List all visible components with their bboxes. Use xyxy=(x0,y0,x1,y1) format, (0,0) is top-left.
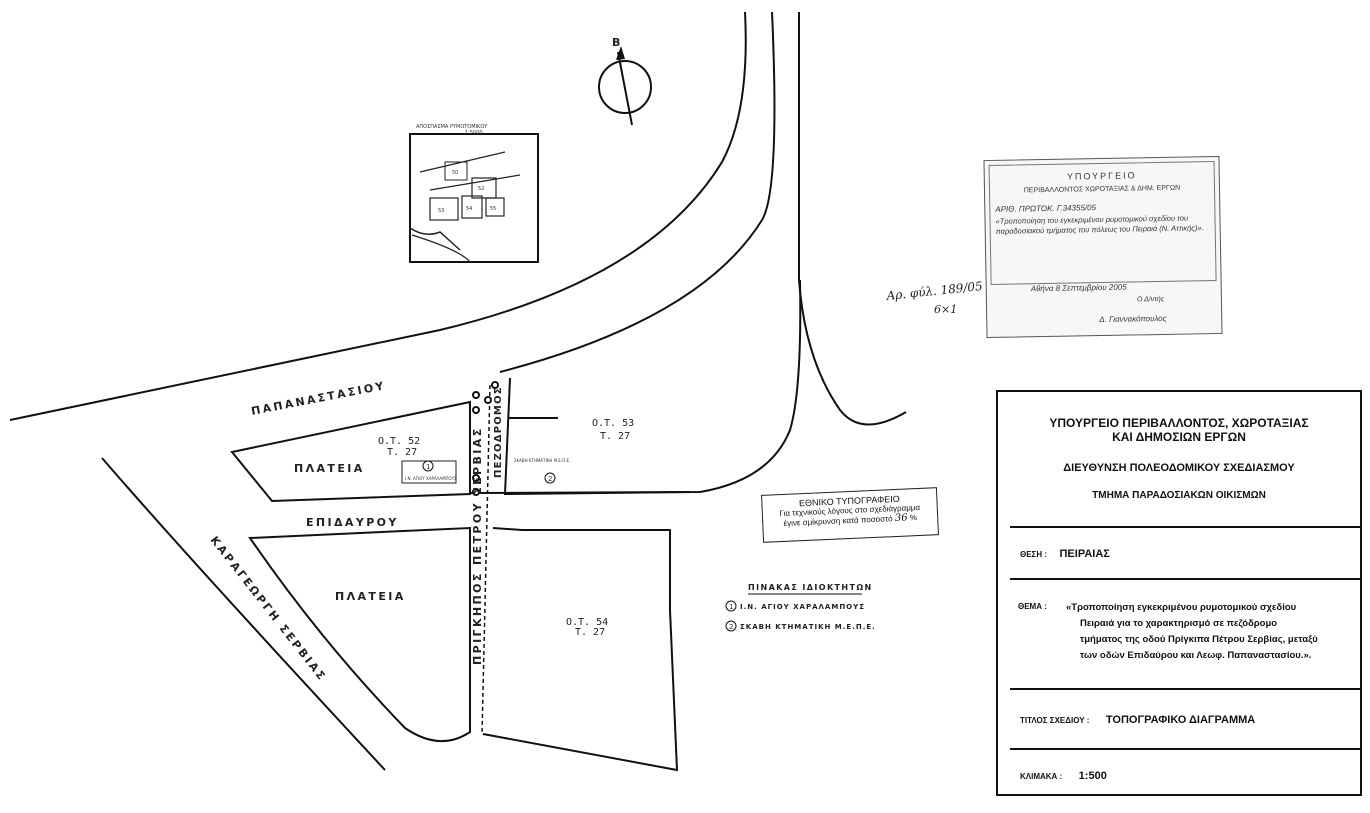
junction-markers xyxy=(472,381,499,496)
square-top-outline xyxy=(230,400,471,503)
street-label-pezodromos: ΠΕΖΟΔΡΟΜΟΣ xyxy=(493,386,504,478)
ownership-row-label: ΣΚΑΒΗ ΚΤΗΜΑΤΙΚΗ Μ.Ε.Π.Ε. xyxy=(740,623,876,631)
ownership-row-label: Ι.Ν. ΑΓΙΟΥ ΧΑΡΑΛΑΜΠΟΥΣ xyxy=(740,603,865,611)
street-label-prigkipos-petrou-servias: ΠΡΙΓΚΗΠΟΣ ΠΕΤΡΟΥ ΣΕΡΒΙΑΣ xyxy=(471,426,484,665)
ownership-table-title: ΠΙΝΑΚΑΣ ΙΔΙΟΚΤΗΤΩΝ xyxy=(748,583,873,592)
ministry-stamp: ΥΠΟΥΡΓΕΙΟ ΠΕΡΙΒΑΛΛΟΝΤΟΣ ΧΩΡΟΤΑΞΙΑΣ & ΔΗΜ… xyxy=(983,155,1223,339)
subject-line-1: «Τροποποίηση εγκεκριμένου ρυμοτομικού σχ… xyxy=(1066,602,1297,613)
title-block-drawing-row: ΤΙΤΛΟΣ ΣΧΕΔΙΟΥ : ΤΟΠΟΓΡΑΦΙΚΟ ΔΙΑΓΡΑΜΜΑ xyxy=(1020,710,1360,728)
title-block-department: ΤΜΗΜΑ ΠΑΡΑΔΟΣΙΑΚΩΝ ΟΙΚΙΣΜΩΝ xyxy=(1092,490,1266,501)
ministry-stamp-signer: Δ. Γιαννακόπουλος xyxy=(1099,313,1167,325)
square-label-top: ΠΛΑΤΕΙΑ xyxy=(294,462,365,475)
pedestrian-dashed-line xyxy=(481,384,491,736)
inset-label: 54 xyxy=(466,206,472,212)
drawing-title-value: ΤΟΠΟΓΡΑΦΙΚΟ ΔΙΑΓΡΑΜΜΑ xyxy=(1105,714,1256,726)
block-52-zone: Τ. 27 xyxy=(387,447,417,458)
title-block: ΥΠΟΥΡΓΕΙΟ ΠΕΡΙΒΑΛΛΟΝΤΟΣ, ΧΩΡΟΤΑΞΙΑΣ ΚΑΙ … xyxy=(996,390,1362,796)
title-block-location-row: ΘΕΣΗ : ΠΕΙΡΑΙΑΣ xyxy=(1020,544,1360,562)
inset-label: 50 xyxy=(452,170,458,176)
typography-stamp-percent-sign: % xyxy=(909,513,918,523)
block-53-outline xyxy=(503,377,691,496)
scale-label: ΚΛΙΜΑΚΑ : xyxy=(1020,772,1063,781)
block-54-ot: Ο.Τ. 54 xyxy=(566,617,608,628)
title-block-directorate: ΔΙΕΥΘΥΝΣΗ ΠΟΛΕΟΔΟΜΙΚΟΥ ΣΧΕΔΙΑΣΜΟΥ xyxy=(1063,462,1295,474)
block-52-ot: Ο.Τ. 52 xyxy=(378,436,420,447)
block-54-zone: Τ. 27 xyxy=(575,627,605,638)
square-bottom-outline xyxy=(248,526,471,743)
handwritten-reference: Αρ. φύλ. 189/05 6×1 xyxy=(885,279,983,316)
owner-annotation-1: Ι.Ν. ΑΓΙΟΥ ΧΑΡΑΛΑΜΠΟΥΣ xyxy=(405,476,457,481)
owner-tag: 2 xyxy=(548,475,552,483)
karageorgi-servias-line xyxy=(101,457,386,771)
title-block-rule xyxy=(1010,526,1360,528)
handwritten-ref-line1: Αρ. φύλ. 189/05 xyxy=(885,279,983,303)
ministry-stamp-line3: ΑΡΙΘ. ΠΡΩΤΟΚ. Γ.34355/05 xyxy=(995,203,1097,214)
title-block-rule xyxy=(1010,688,1360,690)
subject-line-3: τμήματος της οδού Πρίγκιπα Πέτρου Σερβία… xyxy=(1080,634,1318,645)
subject-line-4: των οδών Επιδαύρου και Λεωφ. Παπαναστασί… xyxy=(1080,650,1312,661)
drawing-title-label: ΤΙΤΛΟΣ ΣΧΕΔΙΟΥ : xyxy=(1020,716,1090,725)
north-arrow: Β xyxy=(598,36,652,126)
title-block-ministry: ΥΠΟΥΡΓΕΙΟ ΠΕΡΙΒΑΛΛΟΝΤΟΣ, ΧΩΡΟΤΑΞΙΑΣ ΚΑΙ … xyxy=(998,416,1360,444)
handwritten-ref-line2: 6×1 xyxy=(934,303,957,316)
ownership-row-num: 2 xyxy=(729,623,733,631)
inset-label: 55 xyxy=(490,206,496,212)
subject-line-2: Πειραιά για το χαρακτηρισμό σε πεζόδρομο xyxy=(1080,618,1278,629)
title-block-rule xyxy=(1010,578,1360,580)
title-block-ministry-2: ΚΑΙ ΔΗΜΟΣΙΩΝ ΕΡΓΩΝ xyxy=(1112,430,1246,444)
location-label: ΘΕΣΗ : xyxy=(1020,550,1048,559)
block-53-ot: Ο.Τ. 53 xyxy=(592,418,634,429)
title-block-scale-row: ΚΛΙΜΑΚΑ : 1:500 xyxy=(1020,766,1360,784)
ministry-stamp-signer-role: Ο Δ/ντής xyxy=(1136,295,1165,304)
title-block-ministry-1: ΥΠΟΥΡΓΕΙΟ ΠΕΡΙΒΑΛΛΟΝΤΟΣ, ΧΩΡΟΤΑΞΙΑΣ xyxy=(1049,416,1309,430)
typography-stamp-percent: 36 xyxy=(894,512,908,525)
inset-title-2: 1:5000 xyxy=(465,130,483,136)
ministry-stamp-date: Αθήνα 8 Σεπτεμβρίου 2005 xyxy=(1030,282,1127,294)
inset-map: ΑΠΟΣΠΑΣΜΑ ΡΥΜΟΤΟΜΙΚΟΥ 1:5000 50 52 53 54… xyxy=(409,124,539,263)
sea-road xyxy=(469,12,907,494)
street-label-epidavrou: ΕΠΙΔΑΥΡΟΥ xyxy=(306,516,399,529)
inset-label: 53 xyxy=(438,208,444,214)
inset-label: 52 xyxy=(478,186,484,192)
location-value: ΠΕΙΡΑΙΑΣ xyxy=(1059,548,1110,560)
scale-value: 1:500 xyxy=(1078,770,1107,782)
street-label-papanastasiou: ΠΑΠΑΝΑΣΤΑΣΙΟΥ xyxy=(250,379,387,418)
papanastasiou-road xyxy=(9,11,776,421)
ownership-table: ΠΙΝΑΚΑΣ ΙΔΙΟΚΤΗΤΩΝ 1 Ι.Ν. ΑΓΙΟΥ ΧΑΡΑΛΑΜΠ… xyxy=(725,583,876,632)
block-54-outline xyxy=(482,527,679,772)
ownership-row-num: 1 xyxy=(729,603,733,611)
owner-tag: 1 xyxy=(426,463,430,471)
inset-title-1: ΑΠΟΣΠΑΣΜΑ ΡΥΜΟΤΟΜΙΚΟΥ xyxy=(416,124,488,130)
typography-stamp: ΕΘΝΙΚΟ ΤΥΠΟΓΡΑΦΕΙΟ Για τεχνικούς λόγους … xyxy=(761,487,939,543)
north-label: Β xyxy=(612,36,620,49)
street-label-karageorgi-servias: ΚΑΡΑΓΕΩΡΓΗ ΣΕΡΒΙΑΣ xyxy=(208,534,329,684)
ministry-stamp-line4: «Τροποποίηση του εγκεκριμένου ρυμοτομικο… xyxy=(995,213,1204,236)
block-53-zone: Τ. 27 xyxy=(600,431,630,442)
title-block-rule xyxy=(1010,748,1360,750)
owner-annotation-2: ΣΚΑΒΗ ΚΤΗΜΑΤΙΚΗ Μ.Ε.Π.Ε. xyxy=(514,458,570,463)
subject-label: ΘΕΜΑ : xyxy=(1018,602,1047,611)
square-label-bottom: ΠΛΑΤΕΙΑ xyxy=(335,590,406,603)
subject-text: «Τροποποίηση εγκεκριμένου ρυμοτομικού σχ… xyxy=(1066,600,1356,664)
